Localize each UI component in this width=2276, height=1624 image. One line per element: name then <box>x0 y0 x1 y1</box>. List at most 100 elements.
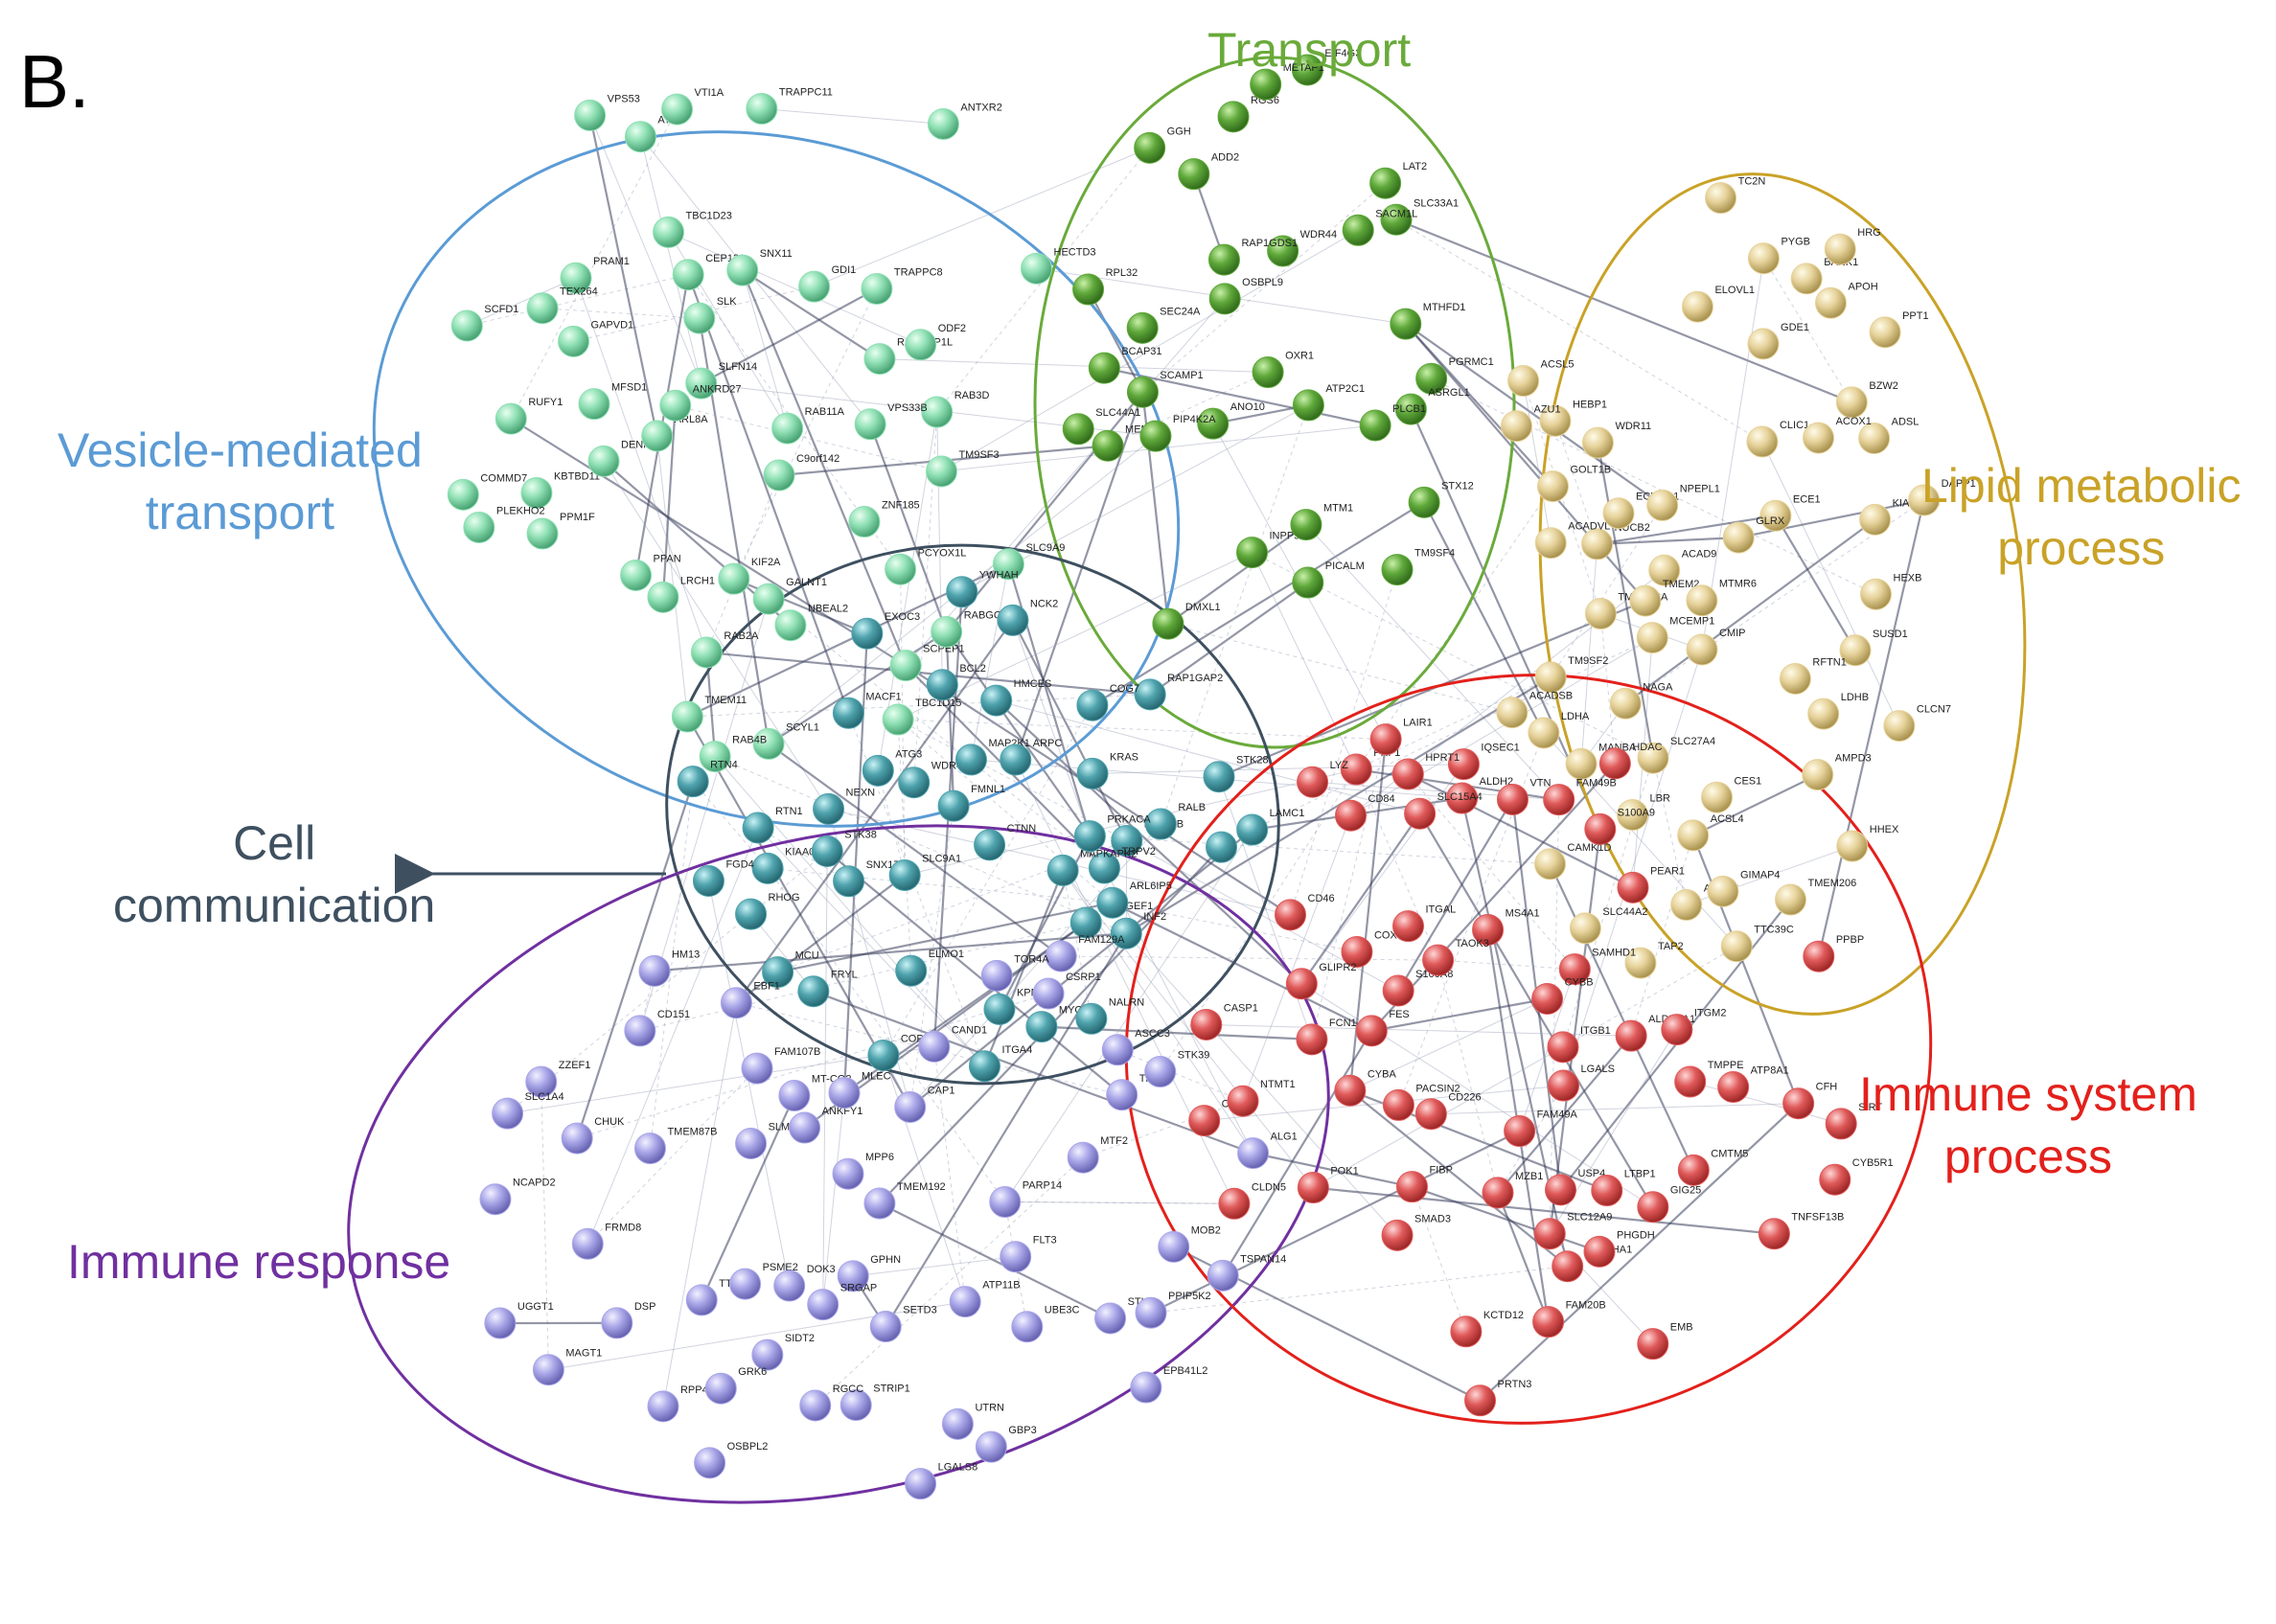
protein-node: TTC39C <box>1720 925 1794 963</box>
node-label: NBEAL2 <box>808 604 848 615</box>
node-sphere <box>1158 1230 1190 1263</box>
node-sphere <box>1534 848 1567 881</box>
protein-node: LDHA <box>1528 711 1590 749</box>
node-sphere <box>925 455 957 488</box>
node-label: SACM1L <box>1375 208 1417 219</box>
node-label: ACOX1 <box>1836 416 1872 427</box>
protein-node: HPRT1 <box>1391 752 1460 790</box>
interaction-edge <box>1090 835 1551 865</box>
node-sphere <box>1207 1259 1239 1292</box>
node-sphere <box>1722 521 1755 554</box>
interaction-edge <box>814 147 1150 287</box>
node-sphere <box>1677 819 1710 852</box>
protein-node: MTHFD1 <box>1390 302 1465 340</box>
interaction-edge <box>540 1082 549 1370</box>
protein-node: VTI1A <box>661 87 724 126</box>
label-cell-communication: Cell communication <box>113 812 435 937</box>
interaction-edge <box>701 1095 795 1301</box>
node-sphere <box>624 121 656 153</box>
node-sphere <box>1646 489 1679 521</box>
protein-node: USP4 <box>1545 1168 1605 1206</box>
protein-node: OSBPL9 <box>1208 277 1283 315</box>
interaction-edge <box>1062 870 1314 1188</box>
protein-node: RAP1GDS1 <box>1207 238 1298 276</box>
protein-node: NAGA <box>1609 681 1673 720</box>
node-label: SAMHD1 <box>1592 948 1636 959</box>
node-label: CD46 <box>1308 893 1335 904</box>
node-sphere <box>1101 1034 1134 1066</box>
node-sphere <box>813 792 845 825</box>
node-sphere <box>450 309 483 342</box>
protein-node: DAPP1 <box>1908 478 1976 516</box>
protein-node: SIRT <box>1825 1102 1882 1140</box>
network-nodes: RUFY1ZNF185KBTBD11SLC9A9PRAM1TMEM11SLKMF… <box>447 48 1976 1500</box>
protein-node: EIF4G3 <box>1291 48 1361 86</box>
node-sphere <box>1094 1302 1127 1335</box>
protein-node: PACSIN2 <box>1382 1083 1460 1121</box>
node-sphere <box>1720 930 1753 963</box>
node-label: TOR4A <box>1014 953 1049 965</box>
node-label: SETD3 <box>903 1305 936 1316</box>
node-label: MCEMP1 <box>1669 616 1714 628</box>
interaction-edge <box>735 874 906 1004</box>
protein-node: TRAPPC11 <box>746 86 833 125</box>
node-sphere <box>520 476 553 509</box>
node-sphere <box>620 559 653 591</box>
node-sphere <box>1883 710 1916 743</box>
node-label: IQSEC1 <box>1481 743 1519 754</box>
protein-node: VPS53 <box>574 93 640 131</box>
node-sphere <box>1334 1074 1367 1107</box>
protein-node: MCU <box>762 950 819 989</box>
node-label: CAP1 <box>928 1085 955 1096</box>
interaction-edge <box>687 274 850 714</box>
protein-node: ANKFY1 <box>789 1106 862 1144</box>
ellipse-transport <box>1033 56 1516 749</box>
node-label: CLIC1 <box>1780 420 1809 431</box>
protein-node: ARPC <box>1000 738 1062 776</box>
node-label: TMPPE <box>1708 1060 1744 1071</box>
node-sphere <box>1532 1306 1565 1338</box>
node-label: CASP1 <box>1224 1002 1258 1014</box>
node-sphere <box>1206 831 1238 863</box>
interaction-edge <box>1763 258 1852 403</box>
node-sphere <box>752 727 785 760</box>
node-sphere <box>699 741 731 773</box>
protein-node: IQSEC1 <box>1447 743 1520 781</box>
interaction-edge <box>661 405 677 598</box>
node-sphere <box>1758 1218 1790 1250</box>
protein-node: HECTD3 <box>1021 246 1096 285</box>
node-label: LBR <box>1650 792 1670 804</box>
node-label: RAB2A <box>724 630 759 642</box>
node-sphere <box>1825 1108 1857 1140</box>
protein-node: CES1 <box>1701 775 1761 813</box>
protein-node: SLFN14 <box>685 361 757 400</box>
protein-node: RTN1 <box>742 806 803 844</box>
protein-node: FAM49A <box>1504 1109 1577 1148</box>
interaction-edge <box>900 569 906 876</box>
protein-node: ALDH2 <box>1446 776 1513 814</box>
node-label: ITGM2 <box>1694 1008 1727 1019</box>
protein-node: ATP2C1 <box>1292 383 1365 422</box>
interaction-edge <box>777 902 1114 973</box>
node-label: EMB <box>1670 1322 1693 1334</box>
node-sphere <box>1496 697 1529 729</box>
node-sphere <box>980 959 1013 992</box>
node-label: GIG25 <box>1670 1185 1701 1197</box>
node-label: MS4A1 <box>1506 907 1540 919</box>
node-sphere <box>1275 899 1307 931</box>
node-label: LTBP1 <box>1624 1169 1656 1180</box>
node-sphere <box>975 1430 1007 1463</box>
interaction-edge <box>879 1202 1112 1319</box>
protein-node: GLRX <box>1722 515 1785 554</box>
protein-node: PLEKHO2 <box>463 505 545 543</box>
node-label: MTF2 <box>1100 1135 1128 1147</box>
node-sphere <box>946 576 978 608</box>
protein-node: RUFY1 <box>494 397 563 435</box>
protein-node: ODF2 <box>905 323 966 361</box>
node-sphere <box>735 898 768 930</box>
node-label: SCYL1 <box>786 721 819 733</box>
node-label: GDI1 <box>832 264 857 276</box>
interaction-edge <box>1083 1100 1244 1158</box>
protein-node: LTBP1 <box>1591 1169 1656 1207</box>
interaction-edge <box>885 932 1128 1328</box>
